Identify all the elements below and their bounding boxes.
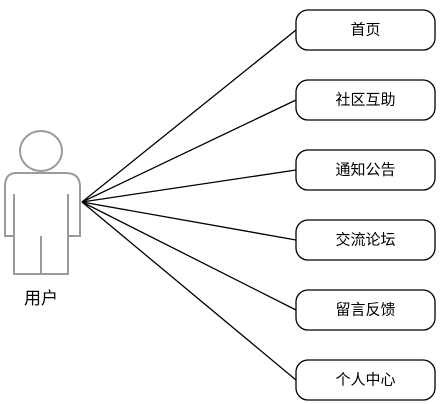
actor-user: 用户 [4, 130, 81, 309]
use-case-label-profile: 个人中心 [335, 371, 395, 389]
use-case-label-forum: 交流论坛 [335, 231, 395, 249]
use-case-box-notices [295, 149, 436, 191]
use-case-notices: 通知公告 [295, 149, 436, 191]
use-case-label-feedback: 留言反馈 [335, 301, 395, 319]
connector-line-community-help [81, 99, 297, 203]
connector-lines [81, 29, 297, 381]
use-case-label-notices: 通知公告 [335, 161, 395, 179]
use-case-forum: 交流论坛 [295, 219, 436, 261]
actor-label: 用户 [24, 289, 58, 309]
use-case-profile: 个人中心 [295, 359, 436, 401]
use-case-box-feedback [295, 289, 436, 331]
use-case-box-home [295, 9, 436, 51]
use-case-feedback: 留言反馈 [295, 289, 436, 331]
use-case-label-community-help: 社区互助 [335, 91, 395, 109]
use-case-community-help: 社区互助 [295, 79, 436, 121]
connector-line-home [81, 29, 297, 203]
use-case-box-forum [295, 219, 436, 261]
use-case-box-profile [295, 359, 436, 401]
use-case-box-community-help [295, 79, 436, 121]
actor-torso [4, 172, 81, 275]
actor-head [19, 130, 63, 172]
connector-line-notices [81, 169, 297, 203]
connector-line-feedback [81, 201, 297, 311]
use-case-label-home: 首页 [350, 21, 380, 39]
use-case-home: 首页 [295, 9, 436, 51]
connector-line-forum [81, 201, 297, 241]
connector-line-profile [81, 201, 297, 381]
